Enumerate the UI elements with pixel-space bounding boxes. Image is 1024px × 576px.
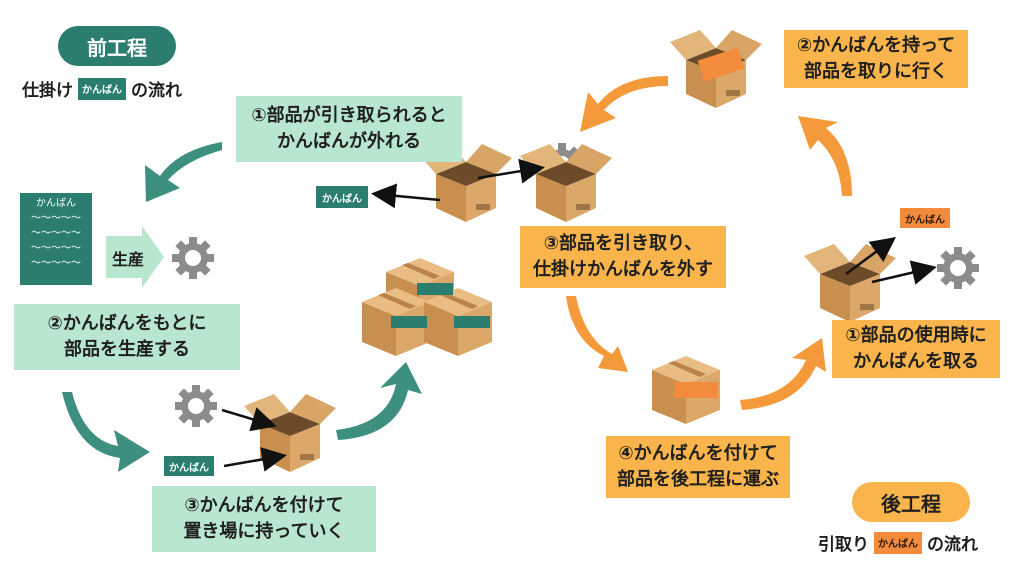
upstream-flow-label: 仕掛け かんばん の流れ bbox=[22, 76, 182, 101]
step-line: 仕掛けかんばんを外す bbox=[533, 259, 713, 280]
downstream-step2-box: ②かんばんを持って 部品を取りに行く bbox=[784, 30, 968, 88]
gear-icon bbox=[937, 247, 979, 289]
document-title: かんばん bbox=[36, 198, 76, 209]
step-line: ②かんばんを持って bbox=[796, 34, 956, 56]
open-box-icon bbox=[804, 244, 896, 322]
pointer-arrow bbox=[221, 407, 277, 432]
flow-prefix: 引取り bbox=[818, 535, 869, 555]
kanban-tag: かんばん bbox=[164, 456, 214, 476]
teal-arrow-to-doc bbox=[145, 142, 222, 202]
produce-arrow bbox=[106, 226, 164, 288]
document-line: ～～～～～ bbox=[31, 228, 81, 239]
downstream-step4-box: ④かんばんを付けて 部品を後工程に運ぶ bbox=[606, 436, 790, 498]
upstream-step3-box: ③かんばんを付けて 置き場に持っていく bbox=[152, 486, 376, 552]
step-line: かんばんが外れる bbox=[277, 131, 421, 152]
kanban-document: かんばん ～～～～～ ～～～～～ ～～～～～ ～～～～～ bbox=[20, 196, 92, 271]
step-line: 部品を取りに行く bbox=[804, 61, 948, 82]
upstream-step1-box: ①部品が引き取られると かんばんが外れる bbox=[236, 96, 462, 162]
pointer-arrow bbox=[477, 158, 545, 184]
upstream-step2-box: ②かんばんをもとに 部品を生産する bbox=[14, 304, 240, 370]
step-line: 部品を生産する bbox=[64, 339, 190, 360]
orange-arrow-bottom-right bbox=[740, 338, 826, 410]
kanban-tag: かんばん bbox=[874, 531, 922, 554]
teal-arrow-up bbox=[336, 362, 422, 440]
downstream-flow-label: 引取り かんばん の流れ bbox=[818, 530, 978, 555]
orange-arrow-top bbox=[580, 76, 668, 132]
document-line: ～～～～～ bbox=[31, 258, 81, 269]
orange-arrow-down bbox=[566, 296, 628, 372]
step-line: ③部品を引き取り、 bbox=[543, 232, 703, 254]
downstream-title: 後工程 bbox=[852, 482, 970, 522]
upstream-title: 前工程 bbox=[58, 26, 176, 66]
kanban-tag: かんばん bbox=[316, 186, 368, 208]
step-line: ①部品が引き取られると bbox=[251, 104, 447, 126]
flow-prefix: 仕掛け bbox=[22, 81, 73, 101]
flow-suffix: の流れ bbox=[131, 81, 182, 101]
pointer-arrow bbox=[223, 447, 287, 472]
step-line: 置き場に持っていく bbox=[183, 521, 345, 542]
pointer-arrow bbox=[371, 183, 441, 209]
document-line: ～～～～～ bbox=[31, 213, 81, 224]
step-line: かんばんを取る bbox=[853, 351, 979, 372]
downstream-step3-box: ③部品を引き取り、 仕掛けかんばんを外す bbox=[520, 226, 726, 288]
step-line: ①部品の使用時に bbox=[845, 324, 987, 346]
step-line: ③かんばんを付けて bbox=[184, 494, 344, 516]
step-line: ④かんばんを付けて bbox=[618, 442, 778, 464]
gear-icon bbox=[172, 237, 214, 279]
step-line: 部品を後工程に運ぶ bbox=[617, 469, 779, 490]
pointer-arrow bbox=[845, 237, 897, 276]
flow-suffix: の流れ bbox=[927, 535, 978, 555]
step-line: ②かんばんをもとに bbox=[47, 312, 207, 334]
kanban-tag: かんばん bbox=[78, 77, 126, 100]
pointer-arrow bbox=[871, 260, 937, 285]
orange-arrow-right-up bbox=[798, 116, 852, 196]
downstream-step1-box: ①部品の使用時に かんばんを取る bbox=[832, 320, 1000, 378]
kanban-document-icon bbox=[20, 193, 92, 285]
produce-label: 生産 bbox=[111, 250, 144, 269]
document-line: ～～～～～ bbox=[31, 243, 81, 254]
gear-icon bbox=[175, 385, 217, 427]
kanban-tag: かんばん bbox=[900, 208, 950, 228]
teal-arrow-down bbox=[62, 392, 150, 472]
